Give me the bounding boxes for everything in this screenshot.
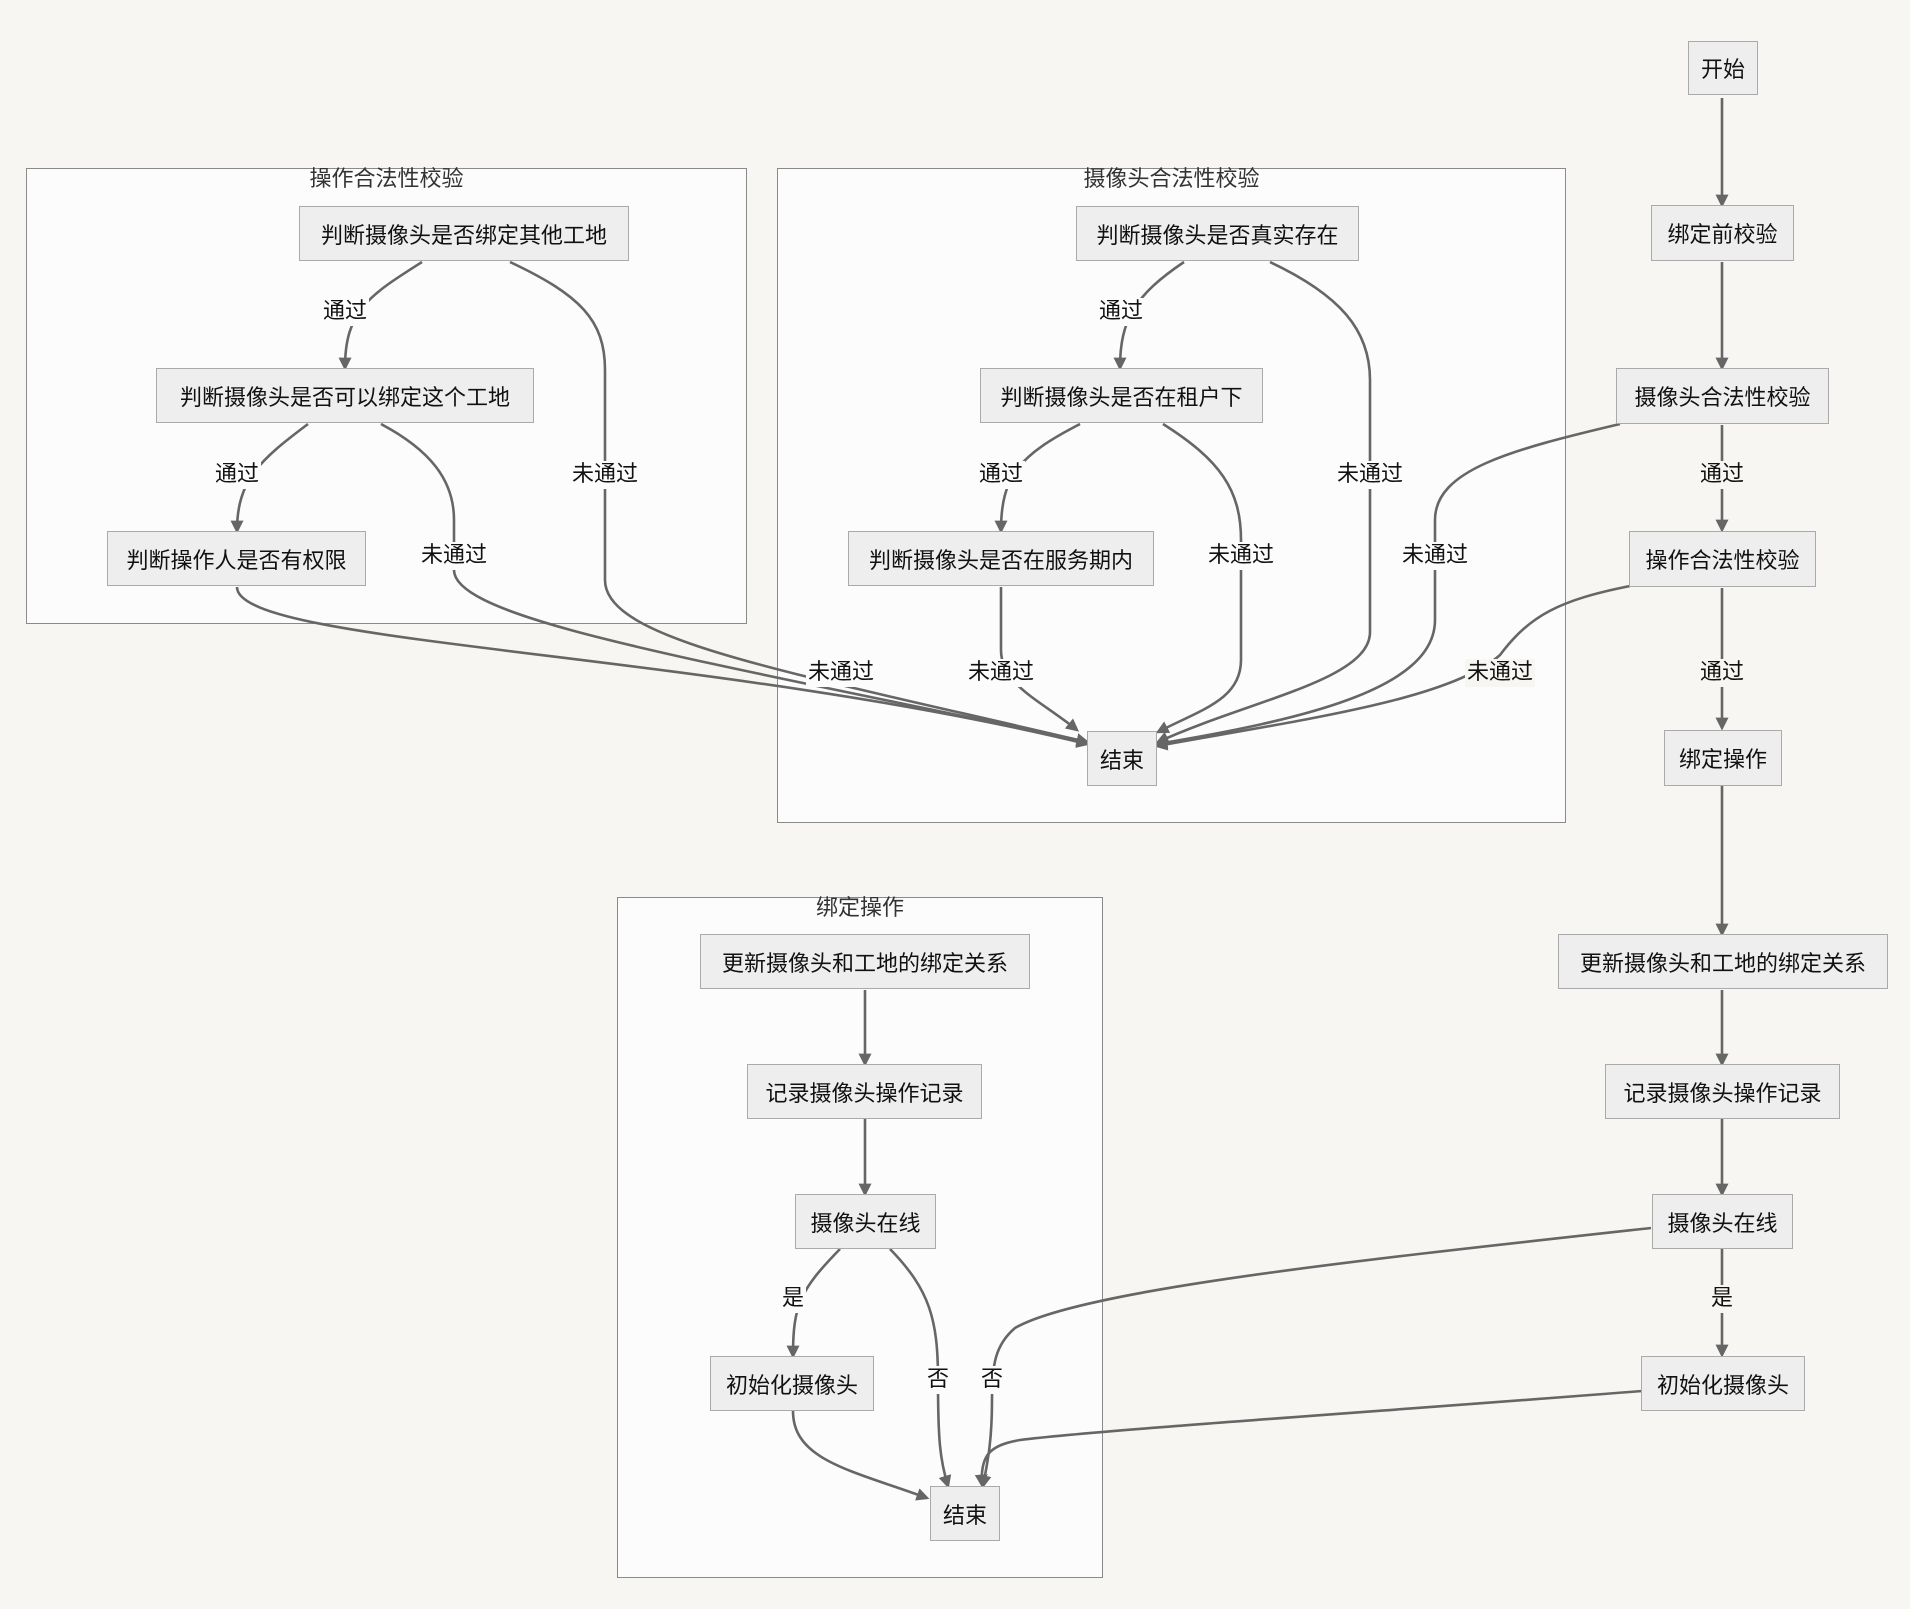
edge-label-pass: 通过 — [1096, 298, 1146, 326]
edge-online-no-to-end2 — [978, 1226, 1652, 1489]
node-pre-check[interactable]: 绑定前校验 — [1651, 205, 1794, 261]
edge-label-fail: 未通过 — [1334, 461, 1406, 489]
node-check-exists[interactable]: 判断摄像头是否真实存在 — [1076, 206, 1359, 261]
edge-canbind-fail-to-end1 — [380, 422, 1090, 747]
edge-label-fail: 未通过 — [1205, 542, 1277, 570]
edge-label-fail: 未通过 — [1399, 542, 1471, 570]
edge-othersite-fail-to-end1 — [509, 260, 1090, 746]
node-bind-camera-online[interactable]: 摄像头在线 — [795, 1194, 936, 1249]
edge-permission-fail-to-end1 — [235, 586, 1090, 748]
node-end-1[interactable]: 结束 — [1087, 731, 1157, 786]
node-check-service-period[interactable]: 判断摄像头是否在服务期内 — [848, 531, 1154, 586]
edge-label-pass: 通过 — [320, 298, 370, 326]
edge-bind-init-to-end2 — [791, 1410, 930, 1501]
edge-label-fail: 未通过 — [1464, 659, 1536, 687]
edge-label-fail: 未通过 — [965, 659, 1037, 687]
edge-init-to-end2 — [974, 1389, 1643, 1488]
edge-label-pass: 通过 — [212, 461, 262, 489]
edge-label-pass: 通过 — [976, 461, 1026, 489]
edge-opcheck-fail-to-end1 — [1154, 584, 1631, 751]
edge-exists-fail-to-end1 — [1155, 260, 1372, 744]
node-bind-update-binding[interactable]: 更新摄像头和工地的绑定关系 — [700, 934, 1030, 989]
node-operation-validity-check[interactable]: 操作合法性校验 — [1629, 531, 1816, 587]
cluster-title-bind-operation: 绑定操作 — [815, 896, 904, 921]
node-init-camera[interactable]: 初始化摄像头 — [1641, 1356, 1805, 1411]
node-bind-operation[interactable]: 绑定操作 — [1664, 730, 1782, 786]
node-record-log[interactable]: 记录摄像头操作记录 — [1605, 1064, 1840, 1119]
edge-label-pass: 通过 — [1697, 659, 1747, 687]
edge-label-yes: 是 — [779, 1285, 807, 1313]
cluster-title-camera-validity: 摄像头合法性校验 — [1083, 167, 1260, 192]
cluster-title-operation-validity: 操作合法性校验 — [309, 167, 464, 192]
node-check-permission[interactable]: 判断操作人是否有权限 — [107, 531, 366, 586]
edge-label-fail: 未通过 — [569, 461, 641, 489]
edge-label-no: 否 — [924, 1366, 952, 1394]
edge-tenant-fail-to-end1 — [1155, 422, 1243, 734]
node-check-other-site[interactable]: 判断摄像头是否绑定其他工地 — [299, 206, 629, 261]
node-bind-record-log[interactable]: 记录摄像头操作记录 — [747, 1064, 982, 1119]
edge-label-no: 否 — [978, 1366, 1006, 1394]
edge-service-fail-to-end1 — [999, 587, 1080, 732]
edge-label-fail: 未通过 — [418, 542, 490, 570]
edge-camcheck-fail-to-end1 — [1154, 422, 1621, 749]
edge-label-fail: 未通过 — [805, 659, 877, 687]
node-update-binding[interactable]: 更新摄像头和工地的绑定关系 — [1558, 934, 1888, 989]
node-camera-online[interactable]: 摄像头在线 — [1652, 1194, 1793, 1249]
edge-label-pass: 通过 — [1697, 461, 1747, 489]
node-check-can-bind[interactable]: 判断摄像头是否可以绑定这个工地 — [156, 368, 534, 423]
node-check-tenant[interactable]: 判断摄像头是否在租户下 — [980, 368, 1263, 423]
node-start[interactable]: 开始 — [1688, 41, 1758, 95]
node-camera-validity-check[interactable]: 摄像头合法性校验 — [1616, 368, 1829, 424]
cluster-camera-validity: 摄像头合法性校验 — [777, 167, 1566, 823]
edge-label-yes: 是 — [1708, 1285, 1736, 1313]
node-end-2[interactable]: 结束 — [930, 1486, 1000, 1541]
node-bind-init-camera[interactable]: 初始化摄像头 — [710, 1356, 874, 1411]
